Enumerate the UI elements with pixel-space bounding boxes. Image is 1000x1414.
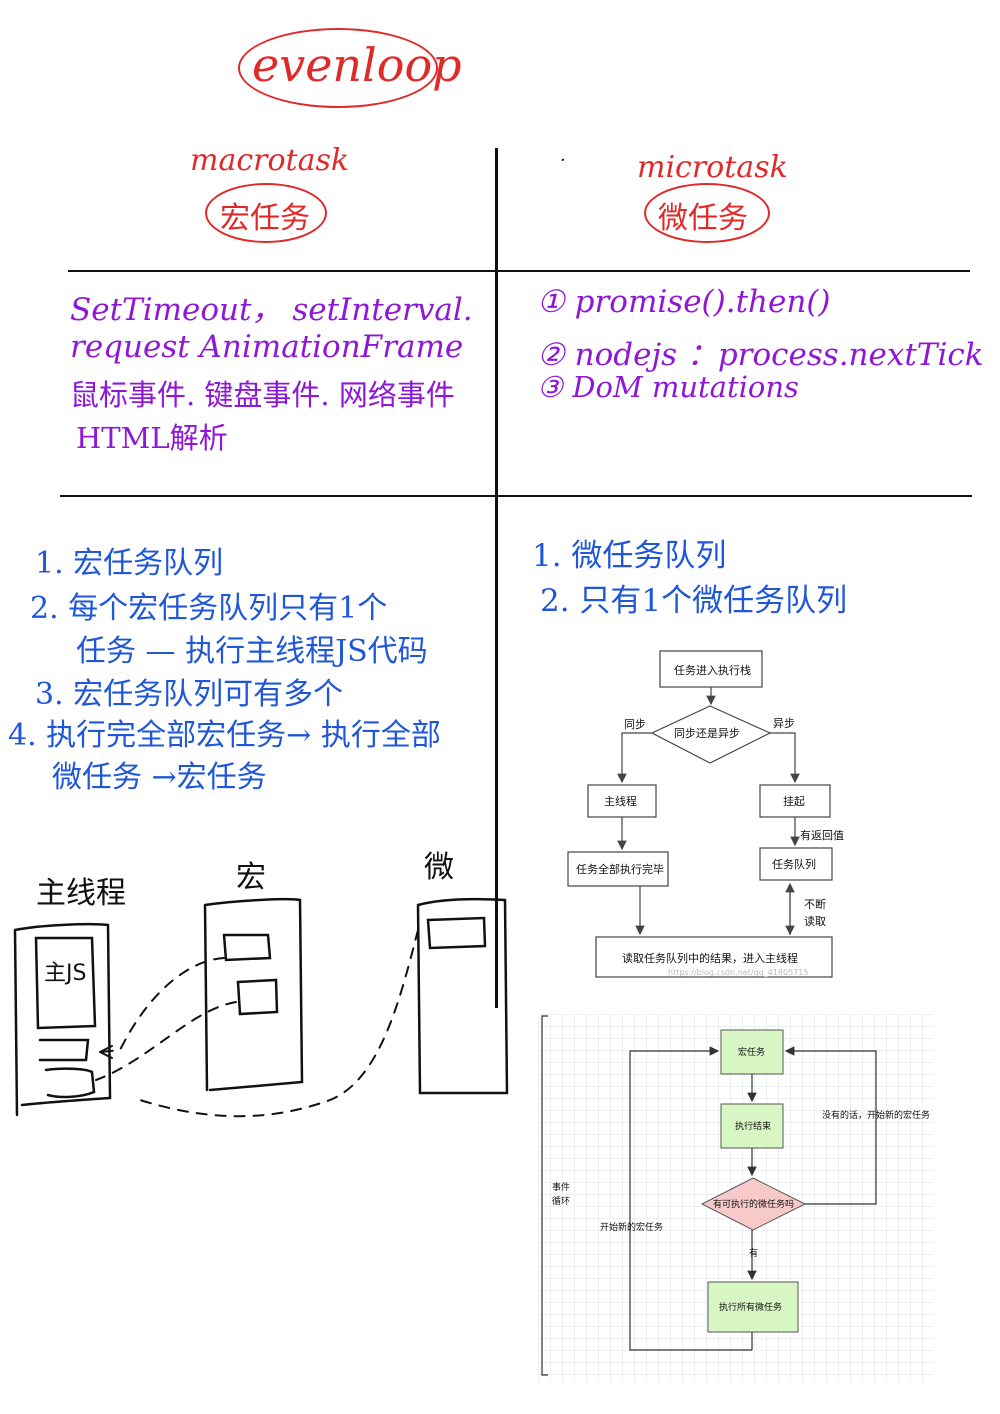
- macrotask-cn-label: 宏任务: [220, 201, 310, 236]
- stray-dot: ·: [560, 150, 566, 171]
- dashed-path-micro-loop: [139, 929, 419, 1118]
- flowchart-sync-async: 任务进入执行栈 同步还是异步 同步 异步 主线程 挂起 有返回值 任务全部执行完…: [560, 636, 860, 986]
- sketch-main-thread-label: 主线程: [36, 876, 126, 911]
- fc2-loop-label-2: 循环: [552, 1195, 570, 1207]
- fc2-macro-task: 宏任务: [738, 1046, 765, 1058]
- fc1-decision-diamond: [650, 705, 772, 764]
- main-js-box: [34, 936, 97, 1030]
- micro-note-2: 2. 只有1个微任务队列: [540, 583, 848, 619]
- sketch-macro-label: 宏: [236, 860, 266, 895]
- micro-queue-container: [416, 897, 509, 1095]
- fc2-yes: 有: [749, 1247, 758, 1259]
- fc1-suspend-box: [759, 784, 831, 818]
- title-circle: [238, 28, 438, 108]
- fc1-all-done-box: [567, 851, 669, 887]
- sketch-main-js-label: 主JS: [44, 961, 86, 986]
- macro-note-4: 3. 宏任务队列可有多个: [35, 677, 344, 712]
- main-stack-slot-1: [38, 1038, 90, 1062]
- micro-source-line-2: ② nodejs ：process.nextTick: [537, 337, 984, 373]
- macro-source-line-1: SetTimeout， setInterval.: [70, 292, 473, 328]
- dashed-path-macro-to-main: [99, 957, 225, 1053]
- fc1-task-queue-box: [759, 847, 833, 881]
- microtask-heading: microtask: [637, 150, 788, 185]
- fc1-async: 异步: [773, 717, 795, 730]
- main-stack-slot-2: [44, 1067, 96, 1099]
- macro-note-3: 任务 — 执行主线程JS代码: [76, 634, 428, 669]
- page-title: evenloop: [252, 38, 462, 92]
- macro-source-line-3: 鼠标事件. 键盘事件. 网络事件: [70, 378, 455, 412]
- fc1-all-done: 任务全部执行完毕: [576, 862, 664, 876]
- fc1-suspend: 挂起: [783, 794, 805, 808]
- macro-queue-container: [203, 898, 304, 1092]
- macro-source-line-4: HTML解析: [76, 421, 228, 455]
- micro-note-1: 1. 微任务队列: [532, 538, 727, 574]
- fc1-sync: 同步: [624, 718, 646, 731]
- macro-queue-task-1: [222, 933, 272, 962]
- sketch-micro-label: 微: [424, 850, 454, 885]
- queue-sketch: 主JS: [13, 897, 509, 1118]
- macro-note-6: 微任务 →宏任务: [52, 760, 267, 795]
- fc1-continuous-2: 读取: [804, 914, 826, 928]
- fc2-exec-end-box: [720, 1103, 784, 1149]
- dashed-path-macro2-to-main: [95, 1001, 237, 1081]
- fc2-no-new-macro: 没有的话，开始新的宏任务: [822, 1109, 930, 1121]
- fc2-loop-bracket: [541, 1015, 548, 1376]
- micro-source-line-1: ① promise().then(): [537, 284, 831, 320]
- macrotask-cn-circle: [205, 183, 327, 243]
- micro-source-line-3: ③ DoM mutations: [537, 370, 799, 404]
- flowchart-event-loop: 宏任务 执行结束 有可执行的微任务吗 有 执行所有微任务 没有的话，开始新的宏任…: [538, 1014, 934, 1382]
- fc2-loop-label-1: 事件: [552, 1181, 570, 1193]
- fc1-enter-stack-box: [659, 650, 763, 688]
- vertical-divider: [495, 148, 498, 1008]
- micro-queue-task: [426, 916, 487, 950]
- macro-queue-task-2: [236, 978, 279, 1016]
- fc1-enter-stack: 任务进入执行栈: [674, 663, 751, 677]
- macro-note-2: 2. 每个宏任务队列只有1个: [30, 591, 388, 626]
- fc1-task-queue: 任务队列: [772, 857, 816, 871]
- fc2-has-micro-diamond: [700, 1177, 807, 1231]
- fc2-exec-all-micro: 执行所有微任务: [719, 1301, 782, 1313]
- fc1-continuous-1: 不断: [804, 897, 826, 911]
- horizontal-divider-middle: [60, 495, 972, 497]
- macro-note-1: 1. 宏任务队列: [35, 546, 224, 581]
- fc1-decision: 同步还是异步: [674, 727, 740, 740]
- fc2-start-new-macro: 开始新的宏任务: [600, 1221, 663, 1233]
- fc1-watermark: https://blog.csdn.net/qq_41805715: [668, 968, 808, 977]
- microtask-cn-circle: [644, 183, 770, 243]
- fc2-exec-end: 执行结束: [735, 1120, 771, 1132]
- fc2-has-micro: 有可执行的微任务吗: [713, 1198, 794, 1210]
- macro-source-line-2: request AnimationFrame: [70, 329, 464, 365]
- macrotask-heading: macrotask: [190, 143, 350, 178]
- fc2-exec-all-micro-box: [707, 1281, 799, 1333]
- fc1-return-value: 有返回值: [800, 828, 844, 842]
- macro-note-5: 4. 执行完全部宏任务→ 执行全部: [8, 718, 441, 753]
- horizontal-divider-top: [68, 270, 970, 272]
- fc1-read-queue-box: [595, 936, 833, 978]
- fc1-read-queue: 读取任务队列中的结果，进入主线程: [622, 951, 798, 965]
- fc1-main-thread: 主线程: [604, 794, 637, 808]
- fc2-macro-task-box: [720, 1029, 784, 1075]
- main-thread-stack: [13, 923, 112, 1117]
- microtask-cn-label: 微任务: [658, 201, 748, 236]
- fc1-main-thread-box: [587, 784, 657, 818]
